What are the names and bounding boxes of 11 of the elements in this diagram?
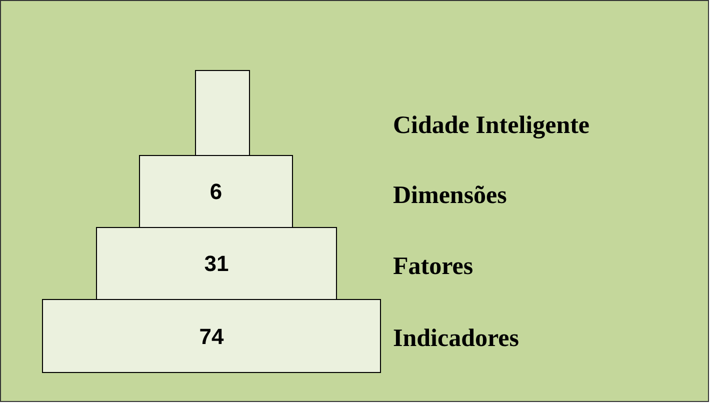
tier-box bbox=[42, 299, 381, 373]
tier-label: Dimensões bbox=[393, 183, 507, 208]
tier-value: 31 bbox=[204, 250, 229, 278]
tier-label: Indicadores bbox=[393, 326, 519, 351]
tier-box bbox=[139, 155, 293, 228]
tier-value: 6 bbox=[210, 178, 222, 206]
tier-box bbox=[96, 227, 337, 300]
tier-label: Fatores bbox=[393, 254, 474, 279]
tier-label: Cidade Inteligente bbox=[393, 113, 590, 138]
tier-value: 74 bbox=[199, 322, 224, 350]
empty-box bbox=[195, 70, 250, 156]
